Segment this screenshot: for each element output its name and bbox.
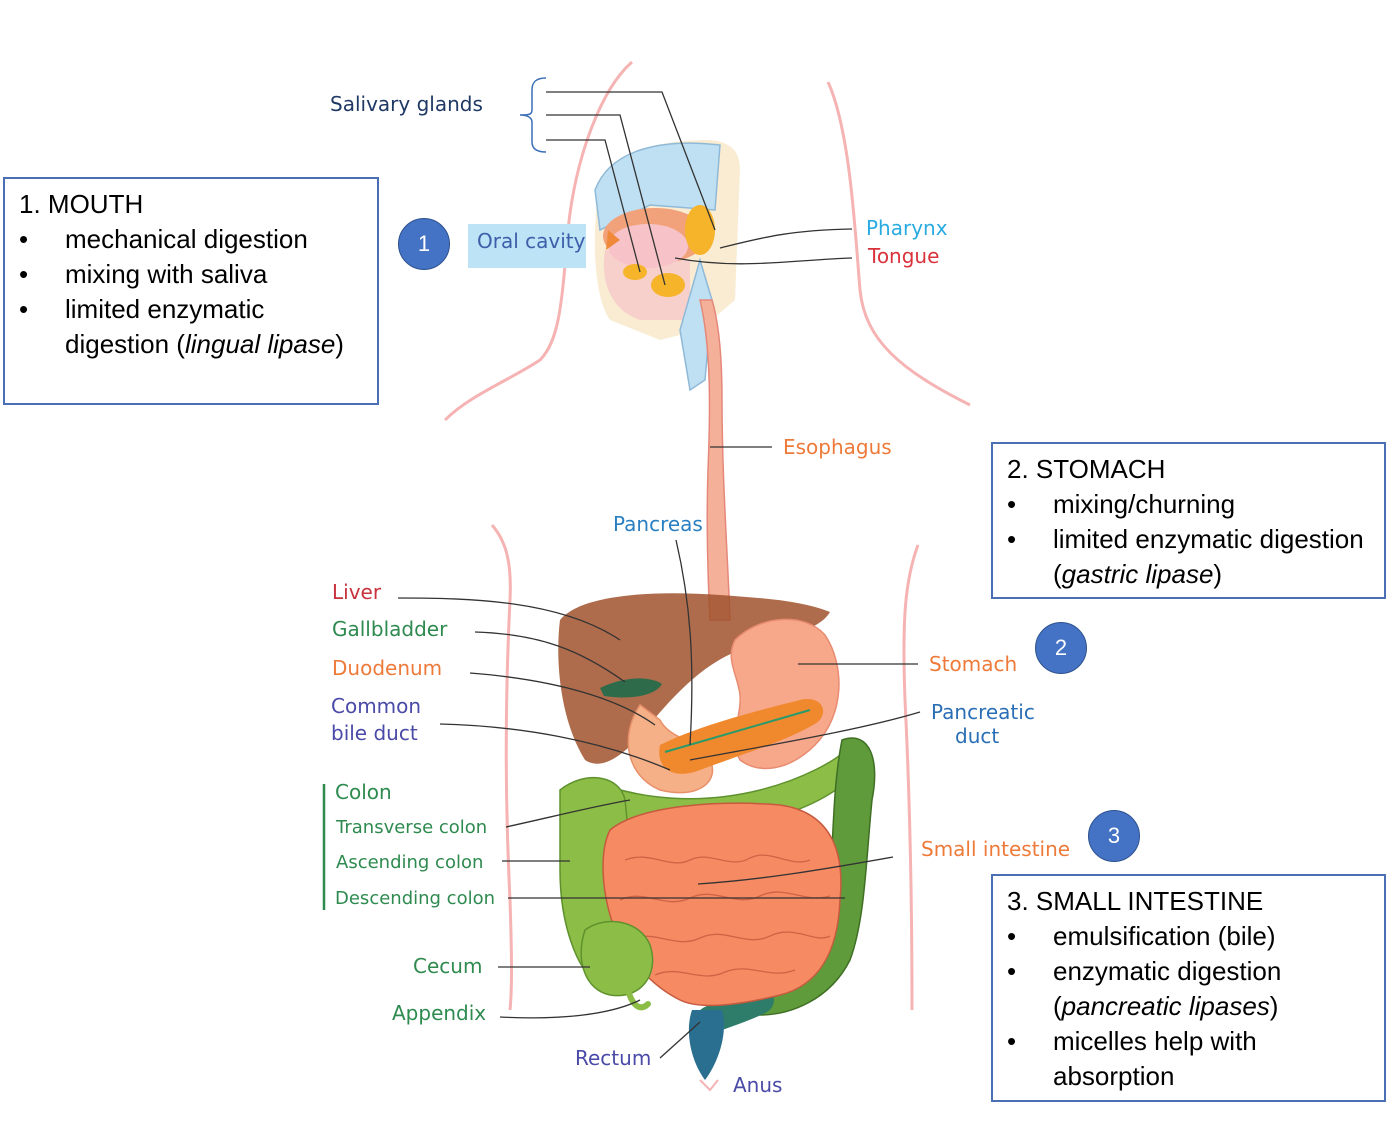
badge-mouth: 1 <box>398 218 450 270</box>
mouth-box-item: limited enzymatic digestion (lingual lip… <box>19 292 363 362</box>
label-cecum: Cecum <box>413 954 482 978</box>
mouth-box-title: 1. MOUTH <box>19 189 144 219</box>
label-pancreatic-duct-line2: duct <box>955 724 999 748</box>
label-ascending-colon: Ascending colon <box>336 852 483 873</box>
label-pancreatic-duct-line1: Pancreatic <box>931 700 1035 724</box>
label-common-bile-duct-line2: bile duct <box>331 721 418 745</box>
label-oral-cavity: Oral cavity <box>477 229 586 253</box>
label-liver: Liver <box>332 580 382 604</box>
stomach-box-list: mixing/churning limited enzymatic digest… <box>1007 487 1370 592</box>
label-gallbladder: Gallbladder <box>332 617 448 641</box>
labels: Salivary glands Oral cavity Pharynx Tong… <box>330 92 1070 1097</box>
stomach-box-item: mixing/churning <box>1007 487 1370 522</box>
label-small-intestine: Small intestine <box>921 837 1070 861</box>
label-tongue: Tongue <box>867 244 939 268</box>
small-intestine-box-item: micelles help with absorption <box>1007 1024 1370 1094</box>
label-stomach: Stomach <box>929 652 1017 676</box>
gallbladder-shape <box>600 678 662 698</box>
oral-cavity-highlight <box>468 224 586 268</box>
torso-organs <box>558 593 876 1092</box>
mouth-box-item: mechanical digestion <box>19 222 363 257</box>
head-organs <box>594 140 740 392</box>
body-outline <box>443 60 971 1011</box>
mouth-box-item: mixing with saliva <box>19 257 363 292</box>
appendix-shape <box>625 987 651 1011</box>
small-intestine-box-item: enzymatic digestion (pancreatic lipases) <box>1007 954 1370 1024</box>
mouth-box-list: mechanical digestion mixing with saliva … <box>19 222 363 362</box>
cecum-shape <box>580 920 654 997</box>
label-rectum: Rectum <box>575 1046 651 1070</box>
label-pharynx: Pharynx <box>866 216 948 240</box>
stomach-info-box: 2. STOMACH mixing/churning limited enzym… <box>991 442 1386 599</box>
label-transverse-colon: Transverse colon <box>335 817 487 838</box>
label-salivary-glands: Salivary glands <box>330 92 483 116</box>
stomach-box-item: limited enzymatic digestion (gastric lip… <box>1007 522 1370 592</box>
salivary-leaders <box>546 91 716 286</box>
label-descending-colon: Descending colon <box>335 888 495 909</box>
leader-lines <box>397 228 921 1059</box>
label-esophagus: Esophagus <box>783 435 892 459</box>
label-colon: Colon <box>335 780 392 804</box>
badge-small-intestine: 3 <box>1088 810 1140 862</box>
salivary-bracket <box>519 77 547 153</box>
mouth-info-box: 1. MOUTH mechanical digestion mixing wit… <box>3 177 379 405</box>
badge-stomach: 2 <box>1035 622 1087 674</box>
label-appendix: Appendix <box>392 1001 486 1025</box>
small-intestine-box-title: 3. SMALL INTESTINE <box>1007 886 1264 916</box>
small-intestine-info-box: 3. SMALL INTESTINE emulsification (bile)… <box>991 874 1386 1102</box>
small-intestine-box-list: emulsification (bile) enzymatic digestio… <box>1007 919 1370 1094</box>
label-pancreas: Pancreas <box>613 512 703 536</box>
stomach-box-title: 2. STOMACH <box>1007 454 1166 484</box>
label-common-bile-duct-line1: Common <box>331 694 421 718</box>
label-anus: Anus <box>733 1073 782 1097</box>
small-intestine-box-item: emulsification (bile) <box>1007 919 1370 954</box>
label-duodenum: Duodenum <box>332 656 442 680</box>
rectum-shape <box>688 1010 725 1080</box>
